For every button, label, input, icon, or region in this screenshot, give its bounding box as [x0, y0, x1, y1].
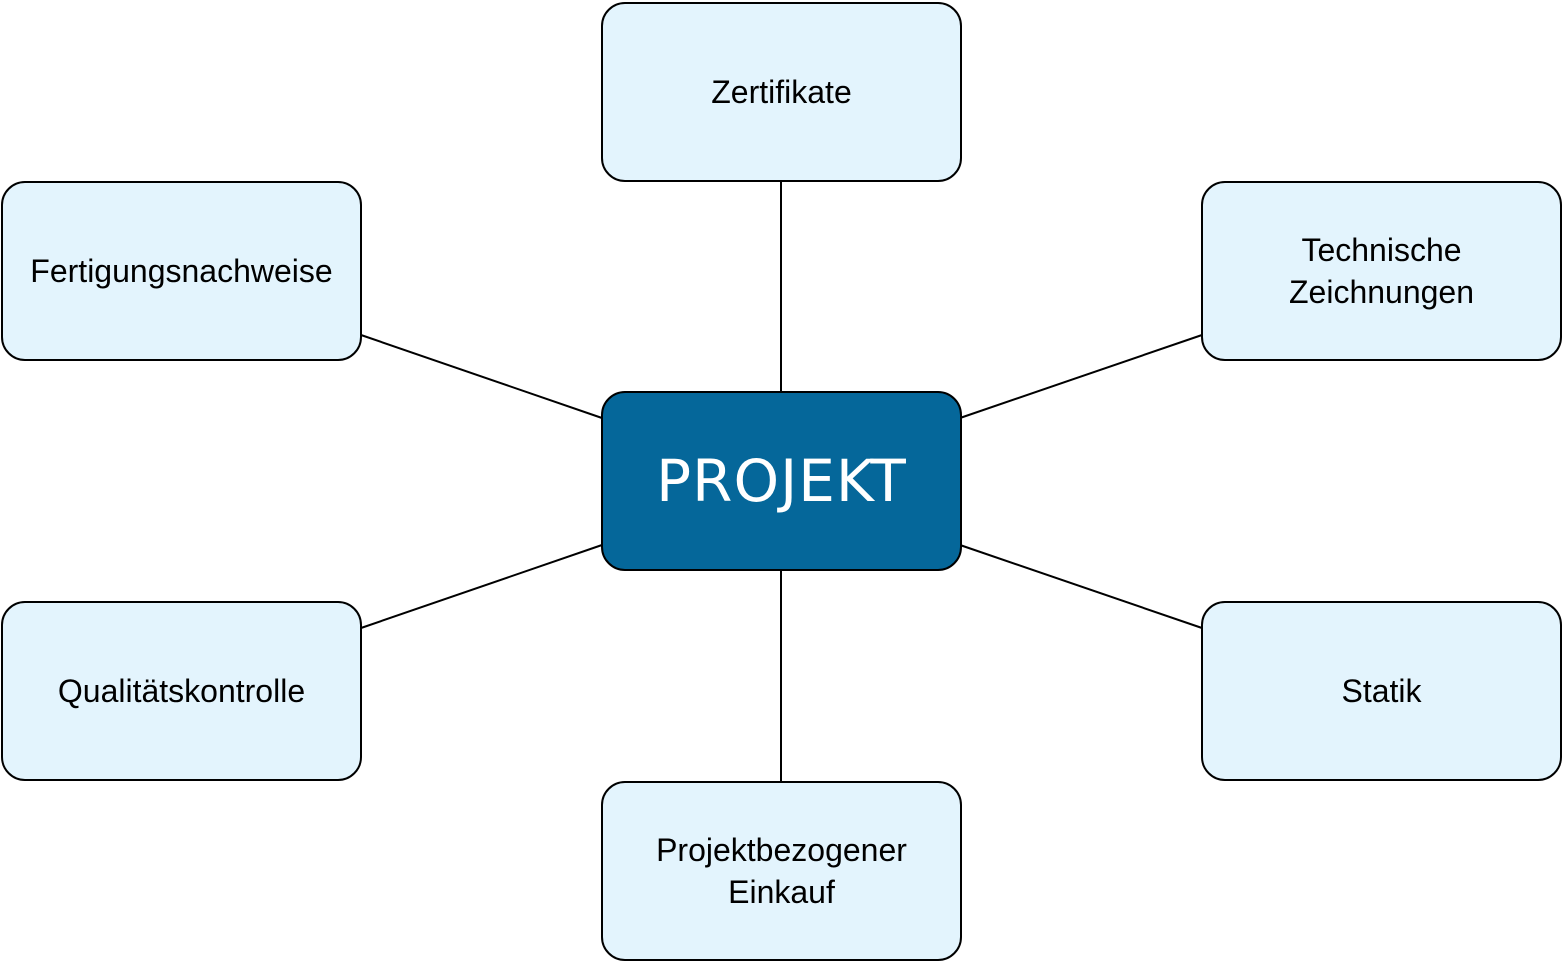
node-projektbezogener-einkauf: Projektbezogener Einkauf	[601, 781, 962, 961]
connector-fertigungsnachweise	[360, 334, 603, 419]
connector-statik	[959, 544, 1203, 629]
node-zertifikate: Zertifikate	[601, 2, 962, 182]
node-qualitaetskontrolle: Qualitätskontrolle	[1, 601, 362, 781]
node-technische-zeichnungen: Technische Zeichnungen	[1201, 181, 1562, 361]
connector-technische-zeichnungen	[959, 334, 1203, 419]
node-fertigungsnachweise: Fertigungsnachweise	[1, 181, 362, 361]
center-node-projekt: PROJEKT	[601, 391, 962, 571]
connector-qualitaetskontrolle	[360, 544, 603, 629]
node-statik: Statik	[1201, 601, 1562, 781]
